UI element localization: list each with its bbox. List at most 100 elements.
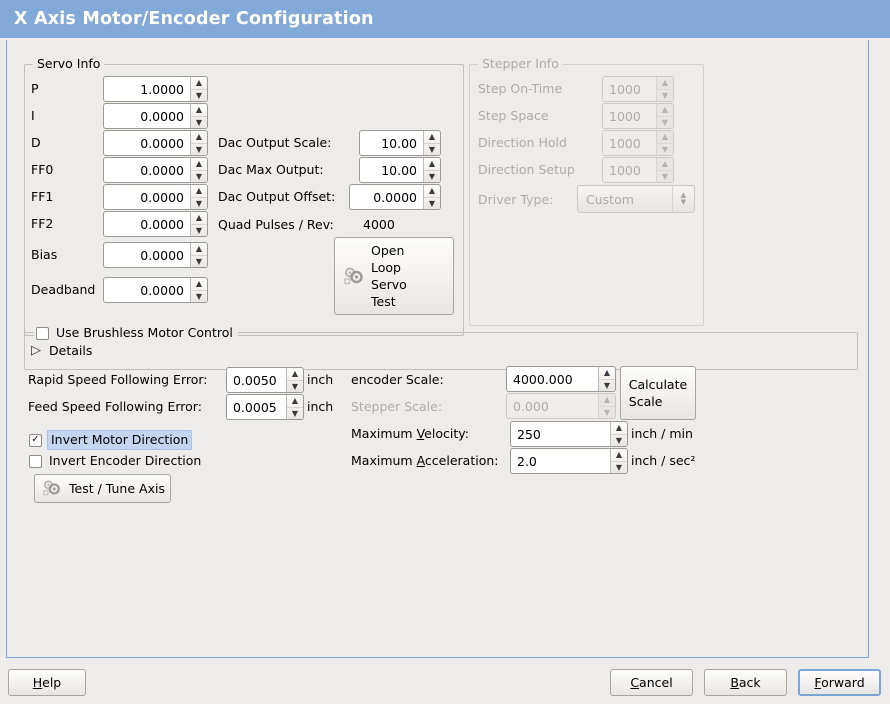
chevron-down-icon[interactable]: ▼ bbox=[191, 197, 207, 209]
feed-speed-following-error-spin[interactable]: 0.0005 ▲ ▼ bbox=[226, 394, 304, 420]
chevron-up-icon[interactable]: ▲ bbox=[195, 78, 203, 87]
chevron-up-icon[interactable]: ▲ bbox=[195, 213, 203, 222]
servo-spin-ff0[interactable]: 0.0000 ▲ ▼ bbox=[103, 157, 208, 183]
chevron-up-icon[interactable]: ▲ bbox=[195, 132, 203, 141]
spin-steppers[interactable]: ▲ ▼ bbox=[286, 368, 303, 392]
chevron-down-icon[interactable]: ▼ bbox=[287, 380, 303, 392]
spin-steppers[interactable]: ▲ ▼ bbox=[190, 77, 207, 101]
chevron-up-icon[interactable]: ▲ bbox=[195, 279, 203, 288]
chevron-down-icon[interactable]: ▼ bbox=[611, 434, 627, 446]
rapid-speed-following-error-value[interactable]: 0.0050 bbox=[227, 368, 286, 392]
use-brushless-motor-control-checkbox[interactable]: Use Brushless Motor Control bbox=[34, 325, 238, 341]
maximum-velocity-value[interactable]: 250 bbox=[511, 422, 610, 446]
servo-spin-ff2[interactable]: 0.0000 ▲ ▼ bbox=[103, 211, 208, 237]
chevron-down-icon[interactable]: ▼ bbox=[424, 143, 440, 155]
chevron-down-icon[interactable]: ▼ bbox=[191, 170, 207, 182]
chevron-down-icon[interactable]: ▼ bbox=[191, 224, 207, 236]
servo-value-ff0[interactable]: 0.0000 bbox=[104, 158, 190, 182]
chevron-down-icon[interactable]: ▼ bbox=[191, 255, 207, 267]
chevron-up-icon[interactable]: ▲ bbox=[195, 186, 203, 195]
chevron-up-icon[interactable]: ▲ bbox=[291, 369, 299, 378]
servo-label-ff2: FF2 bbox=[31, 216, 54, 231]
encoder-scale-spin[interactable]: 4000.000 ▲ ▼ bbox=[506, 366, 616, 392]
triangle-right-icon[interactable]: ▷ bbox=[31, 343, 41, 358]
spin-steppers[interactable]: ▲ ▼ bbox=[598, 367, 615, 391]
dac-output-scale-spin[interactable]: 10.00 ▲ ▼ bbox=[359, 130, 441, 156]
details-expander[interactable]: ▷ Details bbox=[31, 343, 92, 358]
forward-button[interactable]: Forward bbox=[798, 669, 881, 696]
chevron-up-icon[interactable]: ▲ bbox=[428, 132, 436, 141]
open-loop-servo-test-button[interactable]: Open Loop Servo Test bbox=[334, 237, 454, 315]
spin-steppers[interactable]: ▲ ▼ bbox=[286, 395, 303, 419]
servo-value-bias[interactable]: 0.0000 bbox=[104, 243, 190, 267]
servo-value-ff1[interactable]: 0.0000 bbox=[104, 185, 190, 209]
spin-steppers[interactable]: ▲ ▼ bbox=[423, 158, 440, 182]
chevron-down-icon[interactable]: ▼ bbox=[599, 379, 615, 391]
servo-spin-p[interactable]: 1.0000 ▲ ▼ bbox=[103, 76, 208, 102]
chevron-up-icon[interactable]: ▲ bbox=[615, 450, 623, 459]
checkbox-box[interactable] bbox=[36, 326, 49, 340]
chevron-up-icon[interactable]: ▲ bbox=[291, 396, 299, 405]
chevron-down-icon[interactable]: ▼ bbox=[424, 170, 440, 182]
chevron-up-icon[interactable]: ▲ bbox=[195, 105, 203, 114]
invert-encoder-direction-checkbox[interactable]: Invert Encoder Direction bbox=[29, 453, 201, 469]
chevron-down-icon[interactable]: ▼ bbox=[191, 116, 207, 128]
servo-spin-deadband[interactable]: 0.0000 ▲ ▼ bbox=[103, 277, 208, 303]
chevron-up-icon[interactable]: ▲ bbox=[603, 368, 611, 377]
feed-speed-following-error-value[interactable]: 0.0005 bbox=[227, 395, 286, 419]
spin-steppers[interactable]: ▲ ▼ bbox=[610, 422, 627, 446]
chevron-up-icon[interactable]: ▲ bbox=[615, 423, 623, 432]
servo-value-p[interactable]: 1.0000 bbox=[104, 77, 190, 101]
encoder-scale-value[interactable]: 4000.000 bbox=[507, 367, 598, 391]
maximum-acceleration-value[interactable]: 2.0 bbox=[511, 449, 610, 473]
chevron-up-icon[interactable]: ▲ bbox=[428, 159, 436, 168]
spin-steppers[interactable]: ▲ ▼ bbox=[610, 449, 627, 473]
spin-steppers[interactable]: ▲ ▼ bbox=[190, 243, 207, 267]
chevron-down-icon[interactable]: ▼ bbox=[611, 461, 627, 473]
checkbox-box[interactable] bbox=[29, 454, 42, 468]
cancel-button[interactable]: Cancel bbox=[610, 669, 693, 696]
spin-steppers[interactable]: ▲ ▼ bbox=[190, 185, 207, 209]
quad-pulses-label: Quad Pulses / Rev: bbox=[218, 217, 334, 232]
spin-steppers[interactable]: ▲ ▼ bbox=[190, 131, 207, 155]
details-label: Details bbox=[49, 343, 93, 358]
dac-max-output-spin[interactable]: 10.00 ▲ ▼ bbox=[359, 157, 441, 183]
spin-steppers[interactable]: ▲ ▼ bbox=[190, 104, 207, 128]
chevron-down-icon[interactable]: ▼ bbox=[191, 290, 207, 302]
chevron-down-icon[interactable]: ▼ bbox=[191, 143, 207, 155]
step-on-time-label: Step On-Time bbox=[478, 81, 563, 96]
dac-max-output-value[interactable]: 10.00 bbox=[360, 158, 423, 182]
servo-spin-bias[interactable]: 0.0000 ▲ ▼ bbox=[103, 242, 208, 268]
checkbox-box-checked[interactable]: ✓ bbox=[29, 433, 42, 447]
spin-steppers[interactable]: ▲ ▼ bbox=[190, 278, 207, 302]
chevron-up-icon[interactable]: ▲ bbox=[195, 244, 203, 253]
spin-steppers[interactable]: ▲ ▼ bbox=[190, 158, 207, 182]
chevron-down-icon[interactable]: ▼ bbox=[191, 89, 207, 101]
chevron-up-icon: ▲ bbox=[661, 132, 669, 141]
spin-steppers[interactable]: ▲ ▼ bbox=[423, 185, 440, 209]
dac-output-scale-value[interactable]: 10.00 bbox=[360, 131, 423, 155]
spin-steppers[interactable]: ▲ ▼ bbox=[423, 131, 440, 155]
servo-spin-d[interactable]: 0.0000 ▲ ▼ bbox=[103, 130, 208, 156]
calculate-scale-button[interactable]: Calculate Scale bbox=[620, 366, 696, 420]
servo-value-deadband[interactable]: 0.0000 bbox=[104, 278, 190, 302]
help-button[interactable]: Help bbox=[8, 669, 86, 696]
invert-motor-direction-checkbox[interactable]: ✓ Invert Motor Direction bbox=[29, 430, 193, 450]
servo-value-ff2[interactable]: 0.0000 bbox=[104, 212, 190, 236]
chevron-up-icon[interactable]: ▲ bbox=[428, 186, 436, 195]
test-tune-axis-button[interactable]: Test / Tune Axis bbox=[34, 474, 171, 503]
back-button[interactable]: Back bbox=[704, 669, 787, 696]
maximum-acceleration-spin[interactable]: 2.0 ▲ ▼ bbox=[510, 448, 628, 474]
maximum-velocity-spin[interactable]: 250 ▲ ▼ bbox=[510, 421, 628, 447]
rapid-speed-following-error-spin[interactable]: 0.0050 ▲ ▼ bbox=[226, 367, 304, 393]
servo-value-d[interactable]: 0.0000 bbox=[104, 131, 190, 155]
spin-steppers[interactable]: ▲ ▼ bbox=[190, 212, 207, 236]
dac-output-offset-spin[interactable]: 0.0000 ▲ ▼ bbox=[349, 184, 441, 210]
chevron-down-icon[interactable]: ▼ bbox=[287, 407, 303, 419]
chevron-down-icon[interactable]: ▼ bbox=[424, 197, 440, 209]
dac-output-offset-value[interactable]: 0.0000 bbox=[350, 185, 423, 209]
servo-value-i[interactable]: 0.0000 bbox=[104, 104, 190, 128]
servo-spin-i[interactable]: 0.0000 ▲ ▼ bbox=[103, 103, 208, 129]
servo-spin-ff1[interactable]: 0.0000 ▲ ▼ bbox=[103, 184, 208, 210]
chevron-up-icon[interactable]: ▲ bbox=[195, 159, 203, 168]
